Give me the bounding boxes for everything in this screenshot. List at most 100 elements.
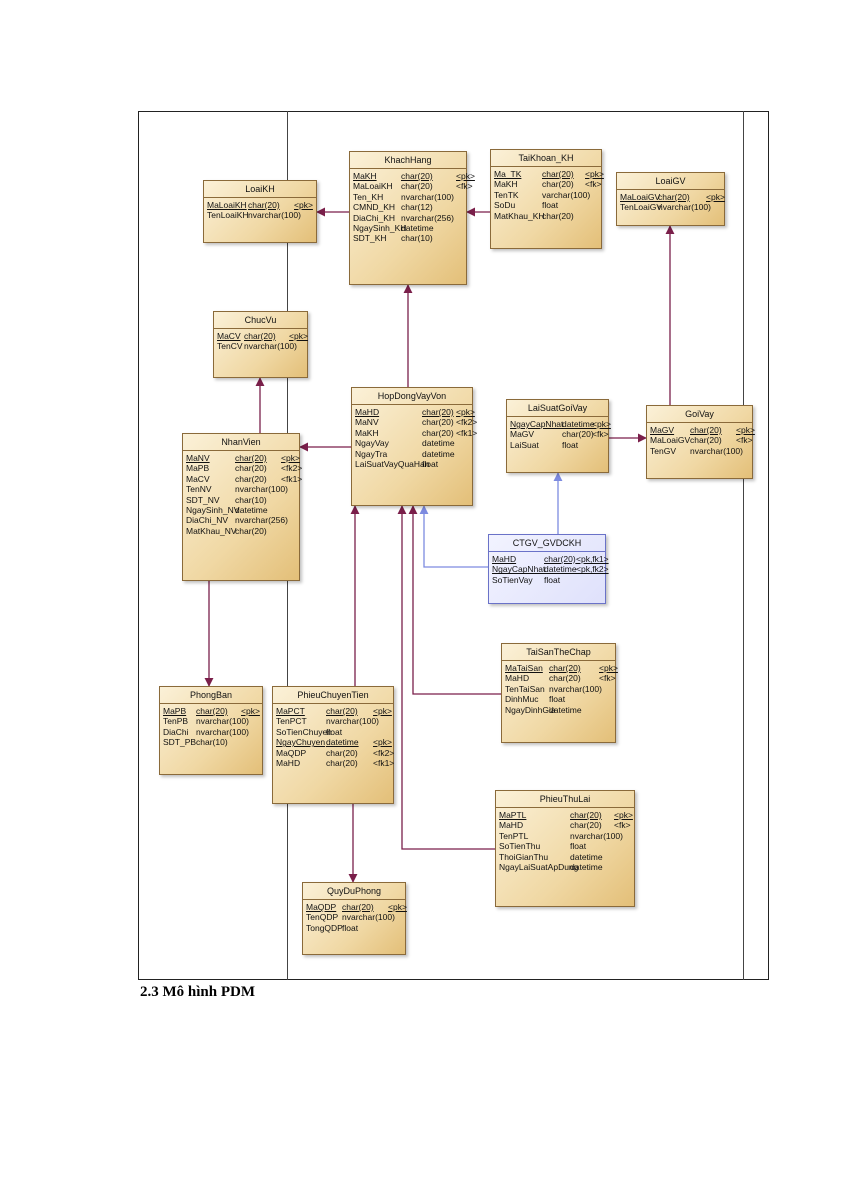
column-name: NgayDinhGia (505, 704, 556, 715)
column-type: char(20) (544, 554, 576, 564)
column-type: float (422, 458, 439, 469)
column-type: datetime (422, 448, 455, 459)
column-name: MaCV (186, 473, 210, 484)
column-name: MaHD (355, 407, 380, 417)
column-type: datetime (549, 704, 582, 715)
column-name: Ma_TK (494, 169, 522, 179)
column-type: char(20) (658, 192, 690, 202)
column-name: MaPB (163, 706, 187, 716)
column-key: <fk1> (281, 473, 303, 484)
column-type: char(20) (542, 169, 574, 179)
column-type: char(20) (690, 425, 722, 435)
column-name: TenPCT (276, 716, 307, 727)
column-name: NgayCapNhat (492, 564, 546, 575)
column-type: datetime (235, 504, 268, 515)
column-name: MaHD (276, 757, 301, 768)
column-name: MaPB (186, 463, 210, 474)
column-type: datetime (544, 564, 577, 575)
column-type: char(20) (549, 673, 581, 684)
column-name: SoTienThu (499, 841, 541, 852)
column-key: <pk> (456, 407, 475, 417)
column-name: MaPCT (276, 706, 305, 716)
column-type: char(20) (570, 810, 602, 820)
column-name: SoDu (494, 200, 516, 211)
column-key: <pk,fk2> (576, 564, 609, 575)
column-key: <fk> (592, 429, 609, 440)
column-name: MaLoaiKH (207, 200, 247, 210)
column-name: MaNV (186, 453, 210, 463)
column-name: MaLoaiKH (353, 181, 393, 192)
column-key: <pk> (373, 737, 392, 748)
column-type: char(10) (196, 737, 228, 748)
column-key: <pk> (599, 663, 618, 673)
entity-title: PhongBan (160, 687, 262, 704)
column-name: NgaySinh_KH (353, 222, 407, 233)
column-key: <fk> (736, 435, 753, 446)
column-type: char(20) (422, 407, 454, 417)
column-type: datetime (570, 861, 603, 872)
column-name: MatKhau_NV (186, 525, 237, 536)
column-type: char(10) (235, 494, 267, 505)
column-key: <pk> (592, 419, 611, 429)
entity-title: LoaiGV (617, 173, 724, 190)
column-type: nvarchar(100) (244, 341, 297, 352)
swimlane-divider-right (743, 111, 744, 980)
column-key: <pk> (736, 425, 755, 435)
column-name: NgayLaiSuatApDung (499, 861, 579, 872)
column-name: MaKH (353, 171, 377, 181)
entity-title: LoaiKH (204, 181, 316, 198)
column-type: char(20) (401, 181, 433, 192)
column-key: <pk> (241, 706, 260, 716)
column-name: LaiSuatVayQuaHan (355, 458, 430, 469)
column-key: <pk> (373, 706, 392, 716)
fk-taisan-hopdong (408, 505, 501, 695)
diagram-frame (138, 111, 769, 980)
